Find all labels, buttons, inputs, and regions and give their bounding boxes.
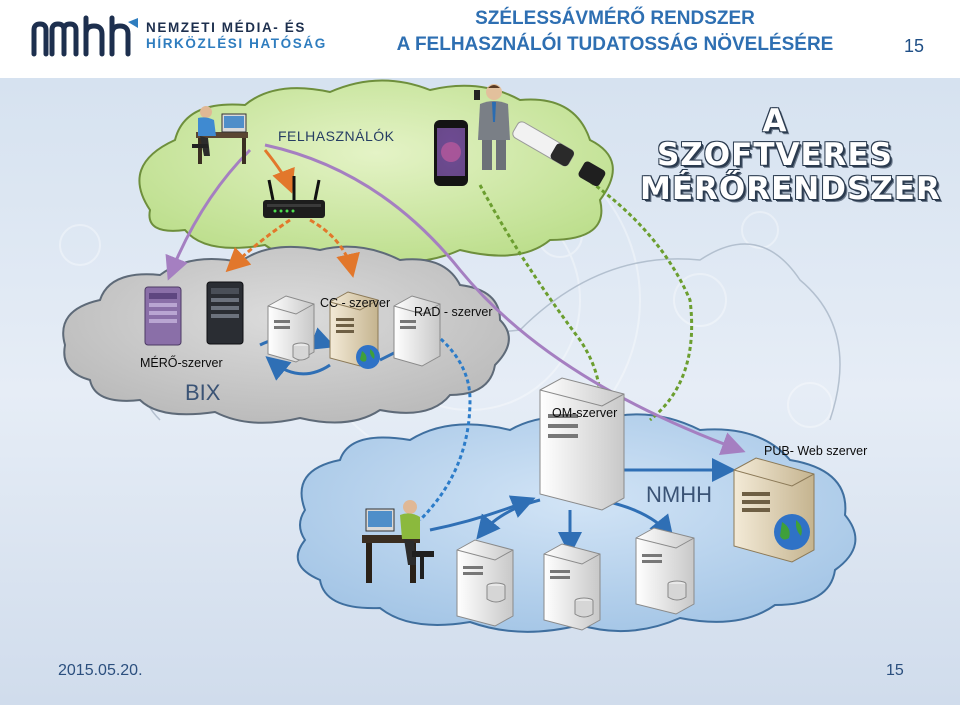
cc-server-label: CC - szerver [320, 296, 391, 310]
slide-title-line2: A FELHASZNÁLÓI TUDATOSSÁG NÖVELÉSÉRE [396, 34, 834, 55]
smartphone-icon [434, 120, 468, 186]
slide-header: NEMZETI MÉDIA- ÉS HÍRKÖZLÉSI HATÓSÁG SZÉ… [0, 0, 960, 79]
database-icon [667, 580, 687, 601]
globe-icon [774, 514, 810, 550]
network-diagram [0, 78, 960, 705]
slide-title: SZÉLESSÁVMÉRŐ RENDSZER A FELHASZNÁLÓI TU… [380, 6, 850, 58]
pub-server-label: PUB- Web szerver [764, 444, 868, 458]
server-icon [543, 543, 601, 631]
database-icon [574, 597, 594, 618]
org-name-line2: HÍRKÖZLÉSI HATÓSÁG [146, 36, 327, 51]
nmhh-label: NMHH [646, 482, 712, 507]
server-icon [635, 527, 695, 615]
user-desk-icon [192, 106, 248, 164]
server-icon [539, 377, 625, 511]
users-cloud-label: FELHASZNÁLÓK [278, 128, 395, 144]
user-desk-icon [362, 500, 434, 583]
server-icon [393, 295, 441, 367]
server-icon [456, 539, 514, 627]
slide-title-line1: SZÉLESSÁVMÉRŐ RENDSZER [475, 8, 755, 29]
usb-modem-icon [512, 121, 606, 187]
bix-label: BIX [185, 380, 221, 405]
slide-number: 15 [904, 36, 925, 56]
server-icon [144, 286, 182, 346]
brand-heading-line1: A SZOFTVERES [656, 103, 894, 173]
om-server-label: OM-szerver [552, 406, 618, 420]
globe-icon [356, 345, 380, 369]
database-icon [292, 342, 310, 361]
footer-page-number: 15 [886, 662, 904, 679]
brand-heading: A SZOFTVERES MÉRŐRENDSZER [640, 103, 941, 207]
brand-heading-line2: MÉRŐRENDSZER [640, 171, 941, 207]
nmhh-logo [31, 15, 138, 57]
rad-server-label: RAD - szerver [414, 305, 493, 319]
users-cloud [138, 79, 614, 263]
org-name: NEMZETI MÉDIA- ÉS HÍRKÖZLÉSI HATÓSÁG [146, 20, 327, 52]
wifi-router-icon [263, 176, 325, 218]
meter-server-label: MÉRŐ-szerver [140, 356, 223, 370]
businessman-phone-icon [474, 84, 510, 170]
server-icon [206, 281, 244, 345]
footer-date: 2015.05.20. [58, 662, 143, 679]
org-name-line1: NEMZETI MÉDIA- ÉS [146, 20, 306, 35]
dashed-connections [418, 176, 694, 522]
database-icon [486, 582, 506, 603]
